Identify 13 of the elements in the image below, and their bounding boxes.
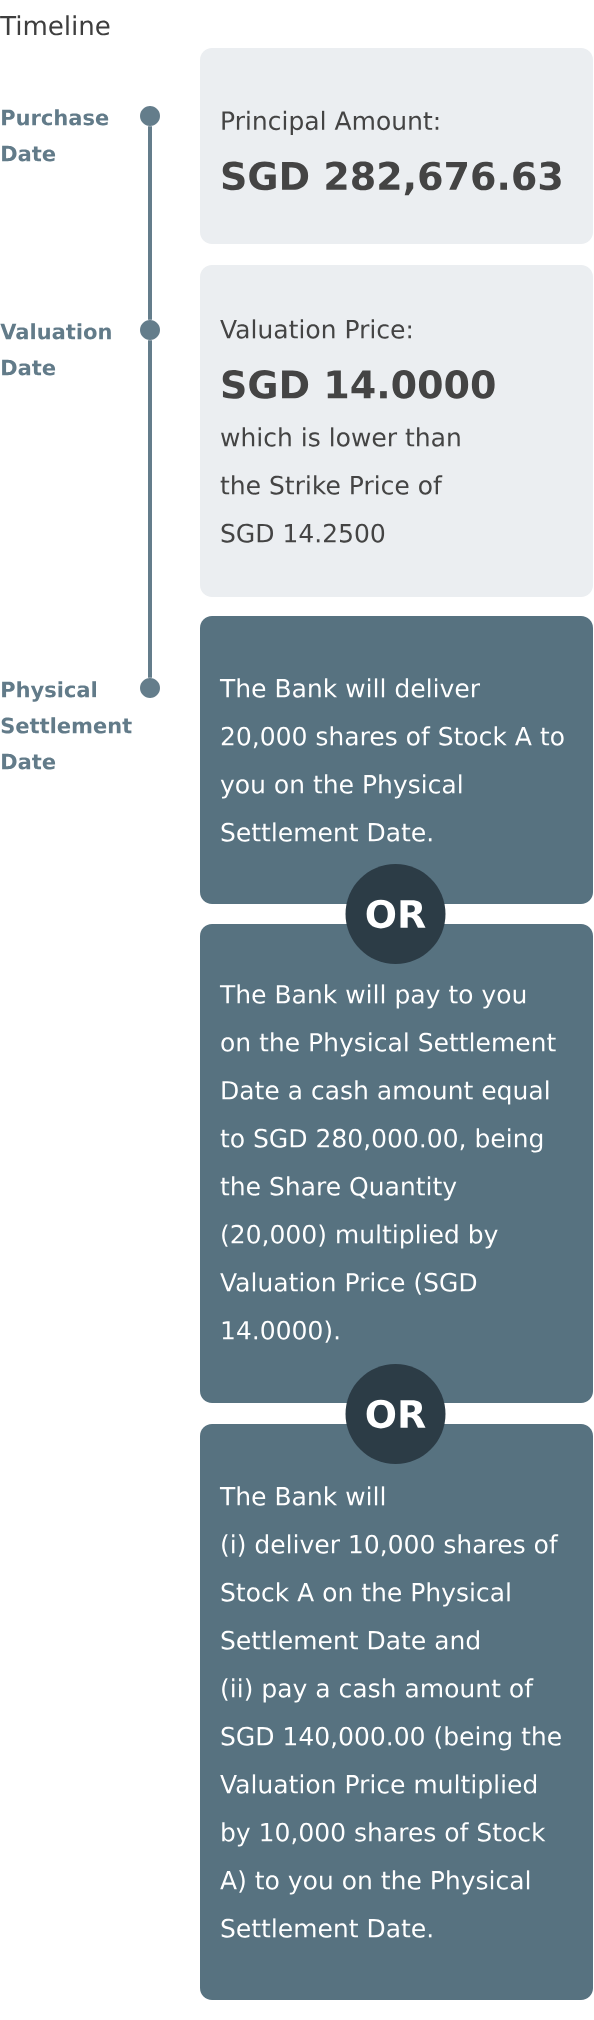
separator-badge: OR	[345, 864, 446, 964]
info-card: Principal Amount: SGD 282,676.63	[200, 48, 593, 244]
timeline-dot	[140, 106, 160, 126]
info-card: Valuation Price: SGD 14.0000 which is lower than the Strike Price of SGD 14.2500	[200, 265, 593, 597]
separator-badge: OR	[345, 1364, 446, 1464]
date-label: Purchase Date	[2, 109, 109, 162]
timeline-line	[148, 126, 152, 320]
timeline-dot	[140, 320, 160, 340]
date-label: Physical Settlement Date	[1, 681, 132, 770]
heading: Timeline	[0, 15, 110, 36]
date-label: Valuation Date	[0, 323, 111, 376]
timeline-dot	[140, 678, 160, 698]
timeline-line	[148, 340, 152, 678]
